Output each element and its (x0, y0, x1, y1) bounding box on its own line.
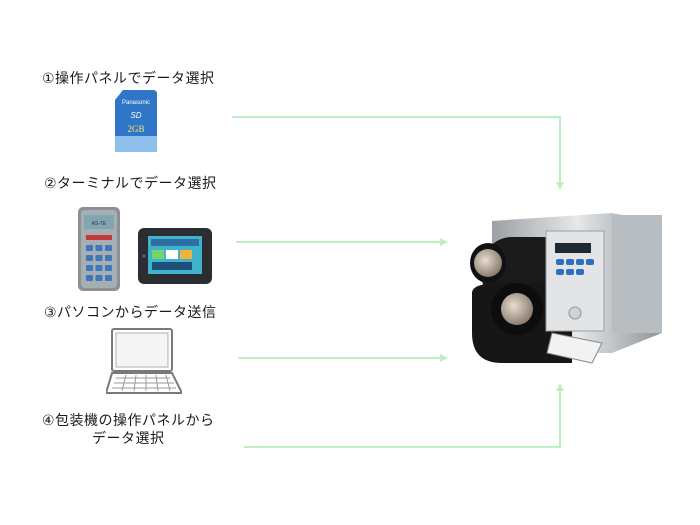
sd-card-logo: SD (130, 111, 141, 120)
option-4-label-line1: ④包装機の操作パネルから (42, 413, 215, 429)
arrow-option-1 (232, 116, 564, 190)
option-4-label-line2: データ選択 (92, 431, 165, 447)
handheld-terminal-icon: AS-TE (78, 207, 120, 291)
arrow-option-4 (244, 383, 564, 448)
option-3-label: ③パソコンからデータ送信 (44, 305, 217, 321)
sd-card-brand: Panasonic (122, 100, 150, 106)
option-4-label: ④包装機の操作パネルから データ選択 (42, 412, 215, 448)
handheld-model: AS-TE (92, 221, 107, 227)
touch-panel-terminal-icon (138, 228, 212, 284)
printer-machine (470, 213, 662, 364)
option-1-label: ①操作パネルでデータ選択 (42, 71, 215, 87)
option-2-label: ②ターミナルでデータ選択 (44, 176, 217, 192)
laptop-icon (106, 328, 182, 394)
sd-card-capacity: 2GB (127, 124, 144, 134)
sd-card-icon: Panasonic SD 2GB (115, 90, 157, 152)
